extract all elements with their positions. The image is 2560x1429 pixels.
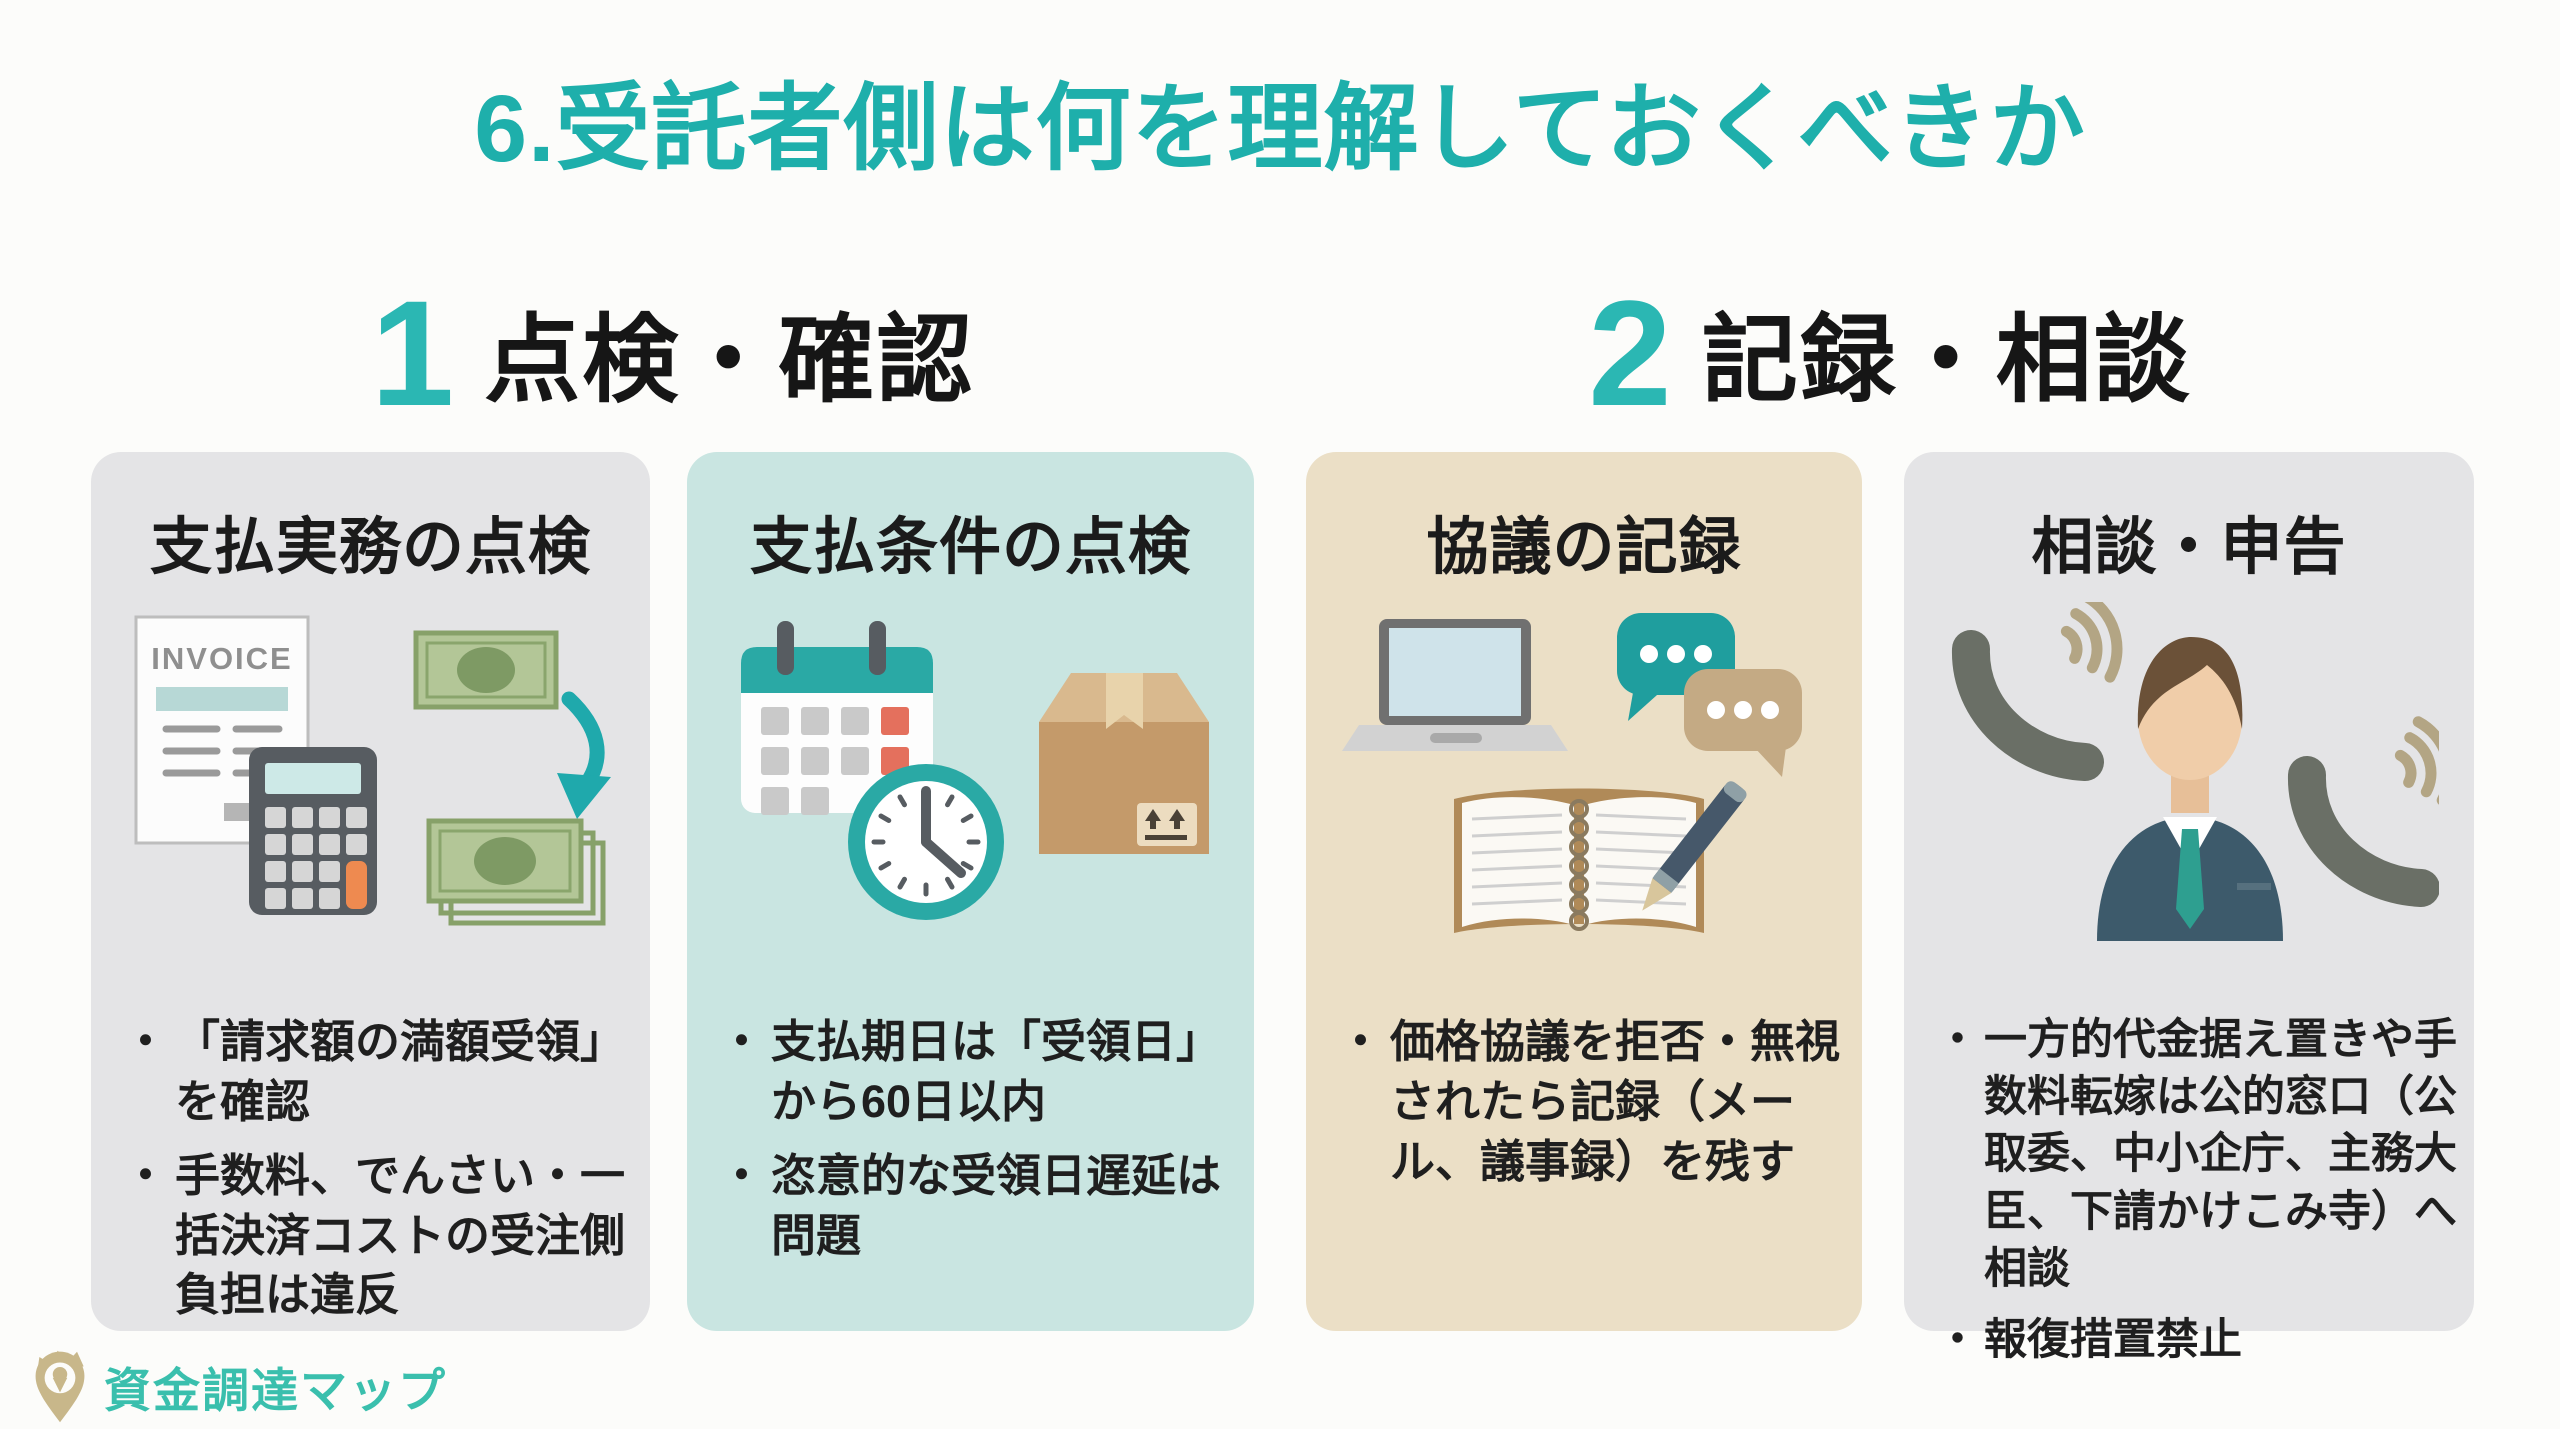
section-header-2: 2 記録・相談 xyxy=(1306,269,2474,437)
bullet-item: ・ 支払期日は「受領日」から60日以内 xyxy=(713,1012,1240,1132)
bullet-item: ・ 「請求額の満額受領」を確認 xyxy=(117,1012,636,1132)
businessman-icon xyxy=(2097,637,2283,941)
calculator-orange-key xyxy=(345,861,367,909)
card-consult-report: 相談・申告 xyxy=(1904,452,2474,1364)
bullet-text: 「請求額の満額受領」を確認 xyxy=(175,1016,626,1127)
notebook-spiral xyxy=(1569,799,1589,931)
arrow-down-icon xyxy=(556,691,611,819)
bullet-list: ・ 一方的代金据え置きや手数料転嫁は公的窓口（公取委、中小企庁、主務大臣、下請か… xyxy=(1930,1012,2460,1383)
bullet-marker: ・ xyxy=(1936,1315,1979,1364)
chat-bubbles-icon xyxy=(1617,613,1802,777)
bullet-text: 報復措置禁止 xyxy=(1984,1315,2242,1364)
bullet-marker: ・ xyxy=(1936,1016,1979,1064)
section-label-1: 点検・確認 xyxy=(484,307,975,414)
bullet-item: ・ 恣意的な受領日遅延は問題 xyxy=(713,1146,1240,1266)
card-negotiation-record: 協議の記録 xyxy=(1306,452,1862,1331)
bullet-text: 一方的代金据え置きや手数料転嫁は公的窓口（公取委、中小企庁、主務大臣、下請かけこ… xyxy=(1984,1016,2457,1293)
bullet-marker: ・ xyxy=(719,1149,765,1201)
bullet-list: ・ 「請求額の満額受領」を確認 ・ 手数料、でんさい・一括決済コストの受注側負担… xyxy=(117,1012,636,1339)
bullet-marker: ・ xyxy=(123,1016,169,1067)
laptop-icon xyxy=(1342,619,1568,751)
phones-businessman-icon xyxy=(1939,602,2439,962)
bullet-marker: ・ xyxy=(719,1016,765,1067)
laptop-chat-notebook-icon xyxy=(1334,602,1834,962)
card-title: 支払条件の点検 xyxy=(749,513,1191,582)
bullet-list: ・ 価格協議を拒否・無視されたら記録（メール、議事録）を残す xyxy=(1332,1012,1848,1206)
banknote-icon xyxy=(413,630,558,710)
bullet-marker: ・ xyxy=(1338,1016,1384,1067)
section-label-2: 記録・相談 xyxy=(1701,307,2192,414)
phone-icon-left xyxy=(1952,602,2123,781)
card-payment-practice-check: 支払実務の点検 INVOICE xyxy=(91,452,650,1331)
page-title: 6.受託者側は何を理解しておくべきか xyxy=(474,76,2086,182)
bullet-text: 価格協議を拒否・無視されたら記録（メール、議事録）を残す xyxy=(1390,1016,1841,1187)
logo-text: 資金調達マップ xyxy=(104,1363,447,1417)
bullet-text: 支払期日は「受領日」から60日以内 xyxy=(771,1016,1222,1127)
signal-waves-icon xyxy=(2060,602,2123,683)
invoice-icon: INVOICE xyxy=(134,615,309,845)
clock-hands xyxy=(920,786,966,878)
bullet-item: ・ 一方的代金据え置きや手数料転嫁は公的窓口（公取委、中小企庁、主務大臣、下請か… xyxy=(1930,1012,2460,1298)
card-title: 協議の記録 xyxy=(1426,513,1742,582)
package-box-icon xyxy=(1038,673,1209,854)
bullet-item: ・ 手数料、でんさい・一括決済コストの受注側負担は違反 xyxy=(117,1146,636,1326)
pen-icon xyxy=(1642,781,1747,911)
signal-waves-icon xyxy=(2394,716,2439,806)
card-title: 支払実務の点検 xyxy=(149,513,591,582)
clock-icon xyxy=(847,764,1004,920)
footer-logo: 資金調達マップ xyxy=(28,1348,447,1424)
card-payment-terms-check: 支払条件の点検 xyxy=(687,452,1254,1331)
invoice-calculator-money-icon: INVOICE xyxy=(121,602,621,962)
notebook-pen-icon xyxy=(1454,781,1747,933)
bullet-text: 恣意的な受領日遅延は問題 xyxy=(771,1149,1222,1261)
bullet-marker: ・ xyxy=(123,1149,169,1201)
logo-pin-icon xyxy=(35,1350,85,1423)
bullet-item: ・ 報復措置禁止 xyxy=(1930,1312,2460,1369)
bullet-text: 手数料、でんさい・一括決済コストの受注側負担は違反 xyxy=(175,1149,626,1321)
section-number-2: 2 xyxy=(1588,269,1672,437)
banknote-stack-icon xyxy=(426,818,605,926)
card-title: 相談・申告 xyxy=(2031,513,2347,582)
calendar-icon xyxy=(740,621,933,815)
invoice-label: INVOICE xyxy=(151,641,292,676)
phone-icon-right xyxy=(2288,716,2439,907)
section-header-1: 1 点検・確認 xyxy=(91,269,1254,437)
section-number-1: 1 xyxy=(370,269,455,437)
calendar-clock-package-icon xyxy=(721,602,1221,962)
bullet-list: ・ 支払期日は「受領日」から60日以内 ・ 恣意的な受領日遅延は問題 xyxy=(713,1012,1240,1279)
calculator-icon xyxy=(248,747,377,915)
bullet-item: ・ 価格協議を拒否・無視されたら記録（メール、議事録）を残す xyxy=(1332,1012,1848,1192)
